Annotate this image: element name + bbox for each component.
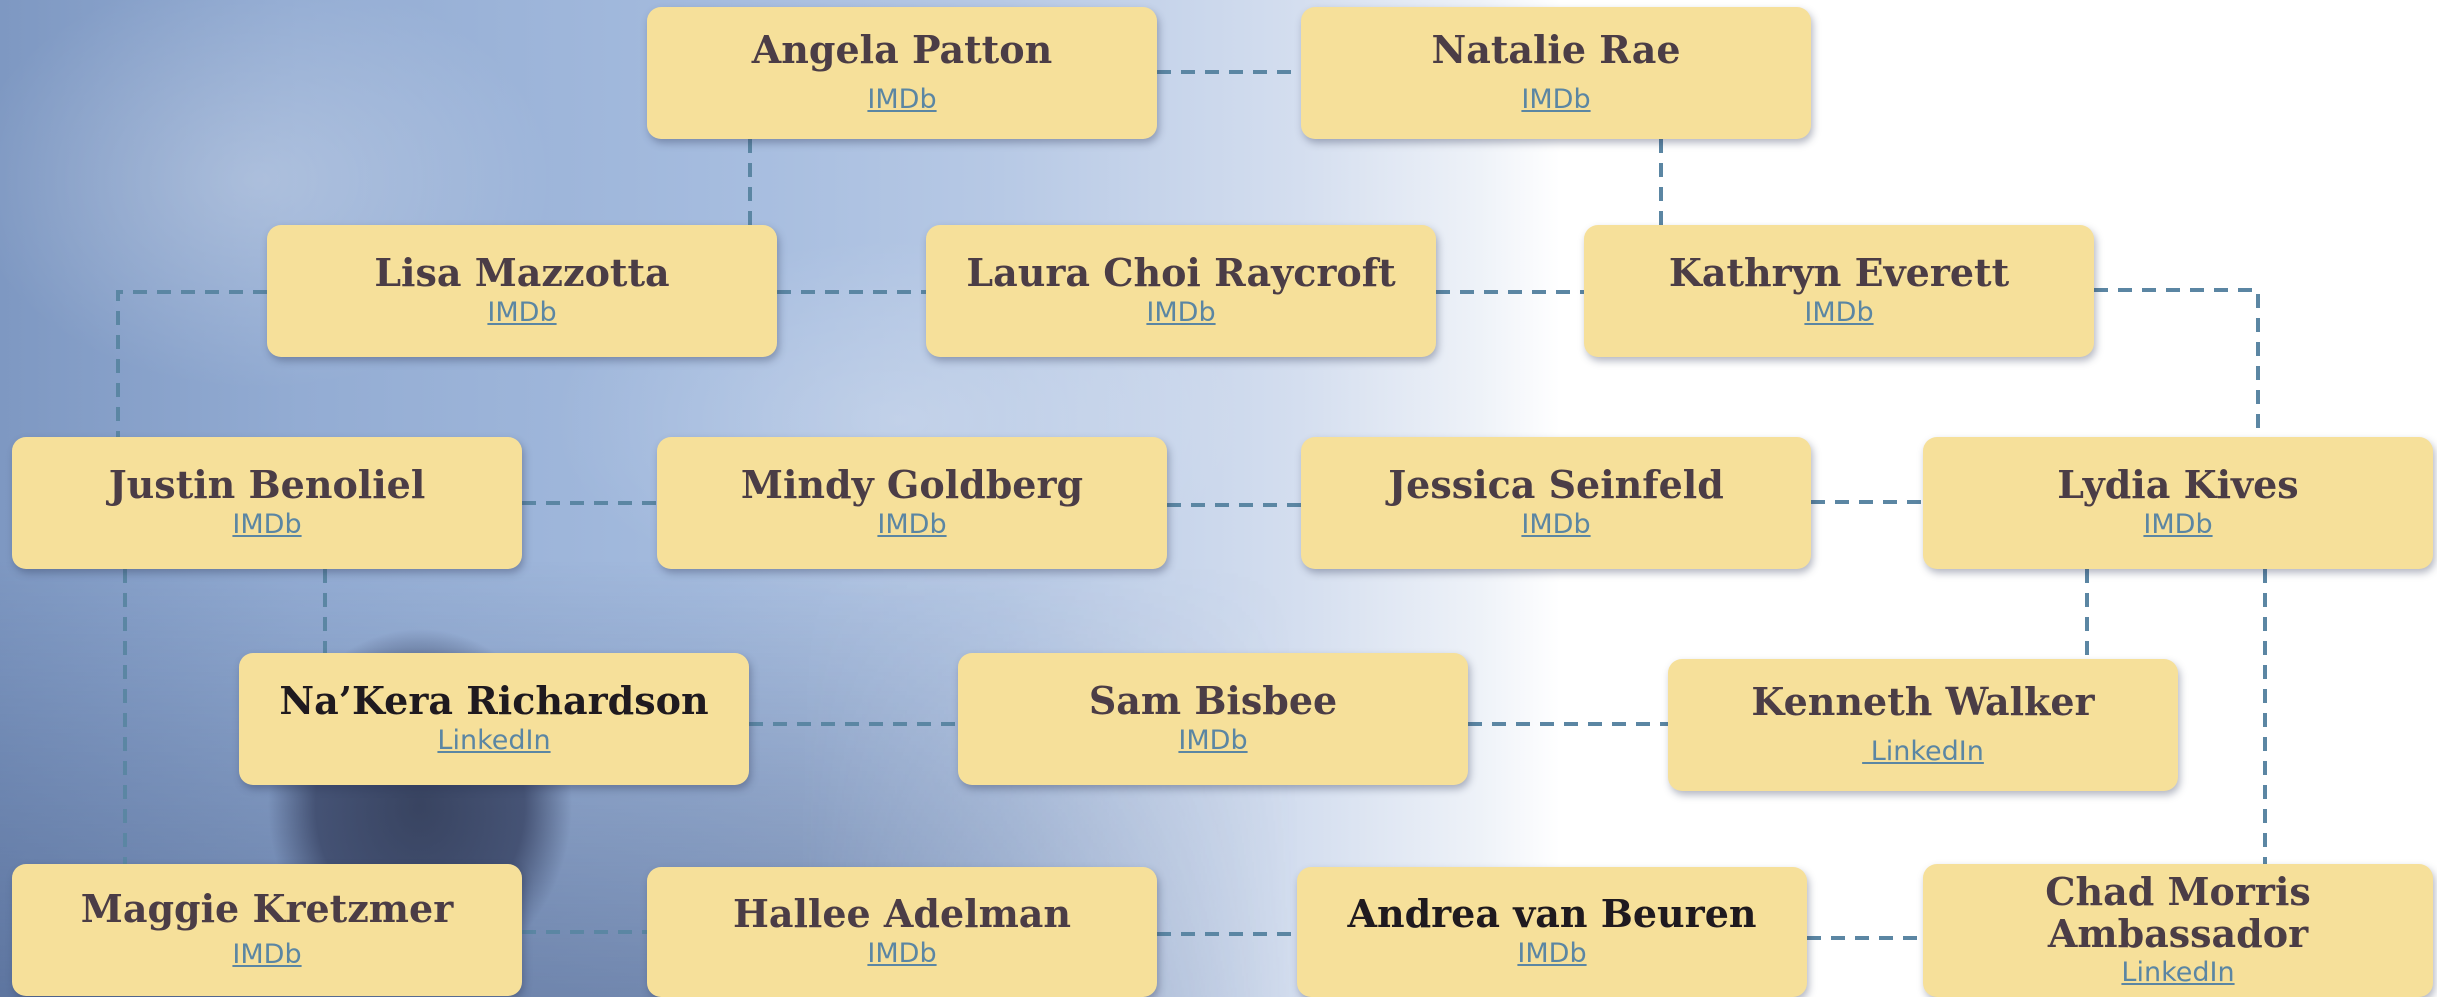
person-name: Natalie Rae [1431, 27, 1681, 72]
card-kenneth-walker: Kenneth Walker LinkedIn [1668, 659, 2178, 791]
imdb-link[interactable]: IMDb [1146, 297, 1216, 328]
card-jessica-seinfeld: Jessica Seinfeld IMDb [1301, 437, 1811, 569]
person-name: Na’Kera Richardson [279, 678, 709, 723]
imdb-link[interactable]: IMDb [487, 297, 557, 328]
person-name: Laura Choi Raycroft [966, 250, 1396, 295]
connector-kathryn-to-lydia-branch [2094, 288, 2260, 437]
person-name: Jessica Seinfeld [1388, 462, 1724, 507]
imdb-link[interactable]: IMDb [877, 509, 947, 540]
person-name: Mindy Goldberg [740, 462, 1084, 507]
imdb-link[interactable]: IMDb [1804, 297, 1874, 328]
card-nakera-richardson: Na’Kera Richardson LinkedIn [239, 653, 749, 785]
imdb-link[interactable]: IMDb [1521, 84, 1591, 115]
person-name-line-2: Ambassador [2047, 910, 2309, 956]
card-lydia-kives: Lydia Kives IMDb [1923, 437, 2433, 569]
person-name: Hallee Adelman [732, 891, 1072, 936]
imdb-link[interactable]: IMDb [1517, 938, 1587, 969]
imdb-link[interactable]: IMDb [2143, 509, 2213, 540]
person-name: Andrea van Beuren [1347, 891, 1757, 936]
person-name: Maggie Kretzmer [80, 886, 454, 931]
card-angela-patton: Angela Patton IMDb [647, 7, 1157, 139]
card-kathryn-everett: Kathryn Everett IMDb [1584, 225, 2094, 357]
card-chad-morris: Chad Morris Ambassador LinkedIn [1923, 864, 2433, 997]
imdb-link[interactable]: IMDb [867, 84, 937, 115]
imdb-link[interactable]: IMDb [232, 509, 302, 540]
card-sam-bisbee: Sam Bisbee IMDb [958, 653, 1468, 785]
person-name-line-1: Chad Morris [2045, 868, 2311, 914]
linkedin-link[interactable]: LinkedIn [437, 725, 551, 756]
card-justin-benoliel: Justin Benoliel IMDb [12, 437, 522, 569]
person-name: Kenneth Walker [1751, 679, 2095, 724]
imdb-link[interactable]: IMDb [1178, 725, 1248, 756]
person-name: Justin Benoliel [108, 462, 426, 507]
card-natalie-rae: Natalie Rae IMDb [1301, 7, 1811, 139]
card-hallee-adelman: Hallee Adelman IMDb [647, 867, 1157, 997]
person-name: Lydia Kives [2057, 462, 2299, 507]
person-name: Angela Patton [751, 27, 1053, 72]
imdb-link[interactable]: IMDb [232, 939, 302, 970]
card-mindy-goldberg: Mindy Goldberg IMDb [657, 437, 1167, 569]
card-andrea-van-beuren: Andrea van Beuren IMDb [1297, 867, 1807, 997]
person-name: Kathryn Everett [1668, 250, 2010, 295]
imdb-link[interactable]: IMDb [867, 938, 937, 969]
person-name: Sam Bisbee [1088, 678, 1338, 723]
card-maggie-kretzmer: Maggie Kretzmer IMDb [12, 864, 522, 996]
linkedin-link[interactable]: LinkedIn [2121, 956, 2235, 988]
person-name: Lisa Mazzotta [374, 250, 670, 295]
card-lisa-mazzotta: Lisa Mazzotta IMDb [267, 225, 777, 357]
imdb-link[interactable]: IMDb [1521, 509, 1591, 540]
linkedin-link[interactable]: LinkedIn [1862, 736, 1984, 767]
card-laura-choi-raycroft: Laura Choi Raycroft IMDb [926, 225, 1436, 357]
connector-lisa-to-maggie-branch [116, 290, 267, 437]
